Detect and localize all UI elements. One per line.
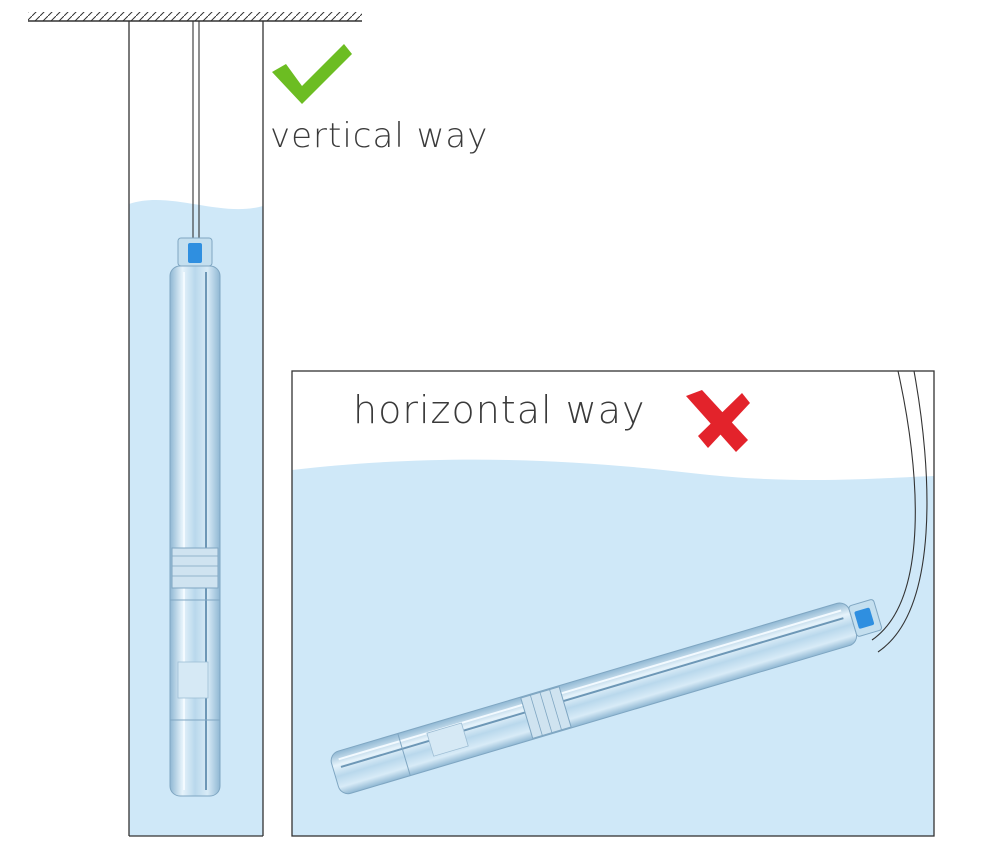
ground-surface — [28, 12, 362, 22]
horizontal-way-label: horizontal way — [353, 388, 646, 432]
pump-connector — [854, 607, 875, 629]
vertical-pump — [169, 237, 221, 797]
check-mark-icon — [272, 44, 352, 104]
vertical-way-label: vertical way — [270, 116, 489, 156]
pump-intake — [171, 547, 219, 589]
horizontal-pump — [330, 599, 883, 795]
pump-connector — [188, 243, 202, 263]
pump-cable — [877, 370, 928, 653]
pump-cable — [871, 370, 916, 641]
pump-nameplate — [426, 722, 469, 757]
cross-mark-icon — [686, 390, 750, 452]
pump-nameplate — [177, 661, 209, 699]
